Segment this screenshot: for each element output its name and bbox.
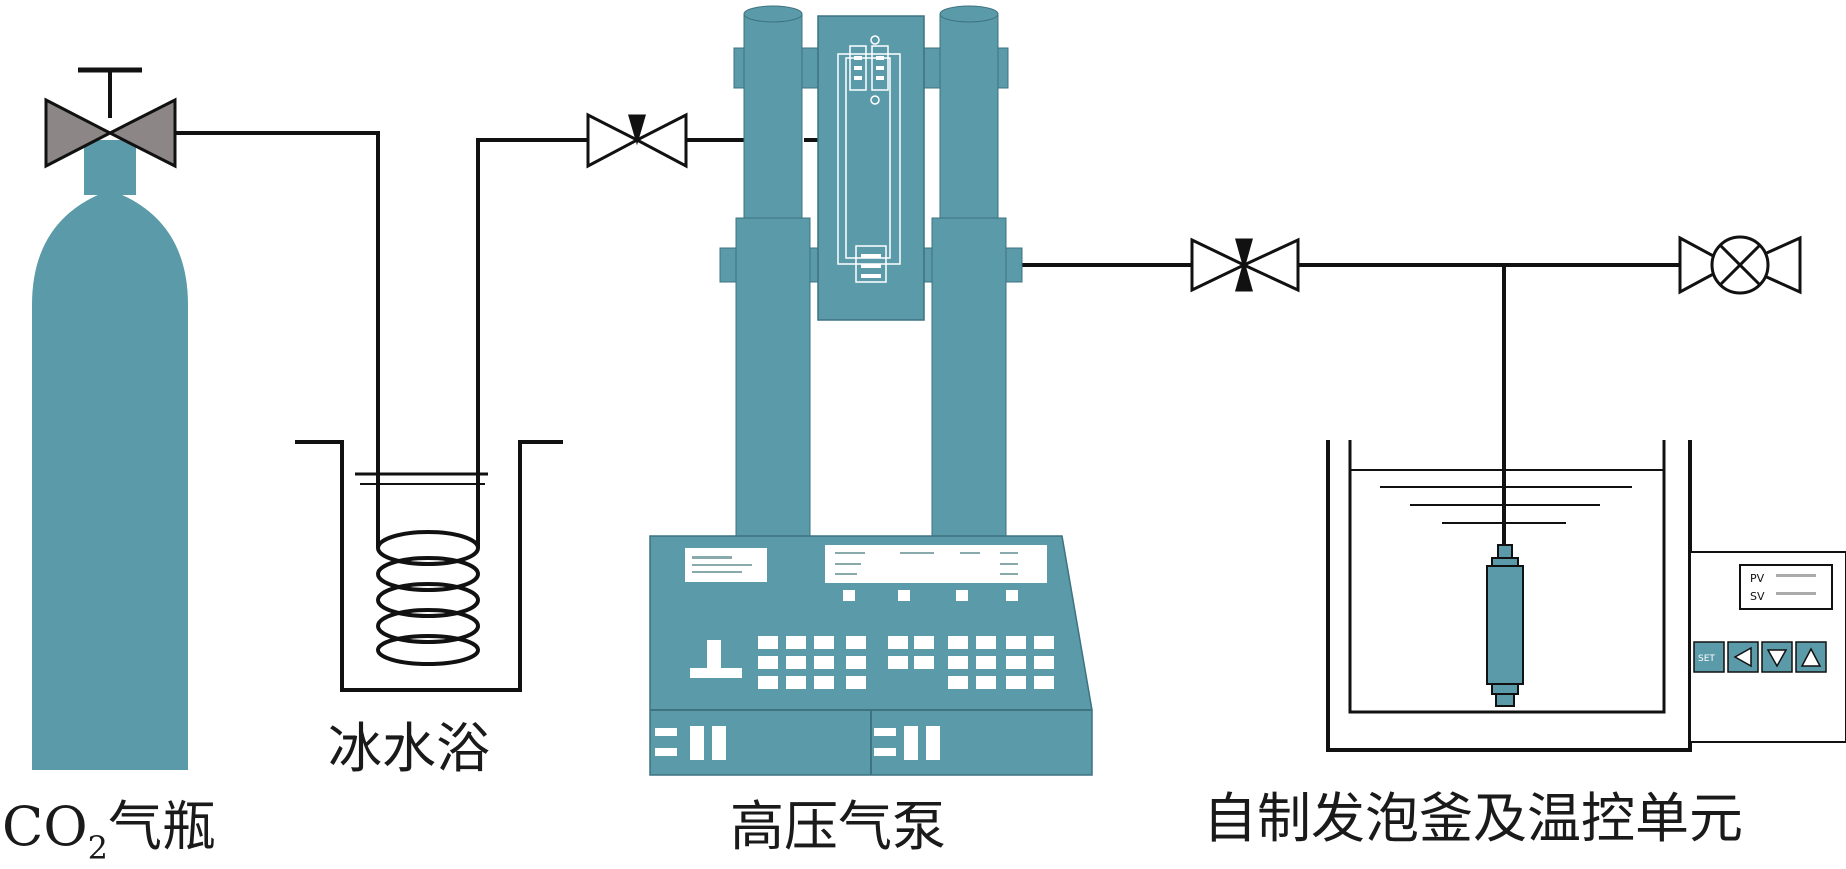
arrow-left-icon bbox=[1733, 646, 1752, 668]
co2-cylinder bbox=[32, 67, 188, 770]
pipes bbox=[175, 102, 1680, 545]
temperature-controller: PV SV SET bbox=[1689, 551, 1846, 743]
cylinder-body bbox=[32, 190, 188, 770]
foaming-vessel-unit: PV SV SET bbox=[1326, 440, 1846, 752]
arrow-down-icon bbox=[1766, 649, 1788, 668]
needle-valve-outlet-icon bbox=[1190, 237, 1300, 293]
pipe-cylinder-to-bath bbox=[175, 131, 380, 470]
ice-bath bbox=[295, 440, 563, 692]
cylinder-valve-icon bbox=[44, 67, 177, 169]
label-co2-main: CO bbox=[2, 795, 88, 858]
set-key-label: SET bbox=[1698, 654, 1715, 664]
set-key bbox=[1693, 641, 1725, 673]
needle-valve-inlet-icon bbox=[586, 112, 688, 169]
label-co2-cylinder: CO2气瓶 bbox=[2, 800, 216, 867]
pump-keypad bbox=[758, 636, 1054, 689]
pipe-bath-to-valve bbox=[476, 138, 590, 470]
water-bath-inner bbox=[1348, 440, 1666, 714]
pv-label: PV bbox=[1750, 572, 1765, 585]
pump-cylinder-right bbox=[939, 13, 999, 225]
pump-center-panel bbox=[817, 15, 925, 321]
foaming-kettle bbox=[1486, 544, 1524, 707]
label-pump: 高压气泵 bbox=[730, 795, 946, 858]
pump-cylinder-left bbox=[743, 13, 803, 225]
cooling-coil-icon bbox=[376, 470, 480, 666]
high-pressure-pump bbox=[649, 5, 1093, 776]
vent-valve-icon bbox=[1678, 235, 1802, 295]
label-ice-bath: 冰水浴 bbox=[328, 717, 490, 780]
sv-label: SV bbox=[1750, 590, 1765, 603]
cylinder-neck bbox=[84, 140, 136, 195]
pump-console bbox=[649, 535, 1093, 776]
label-foaming-unit: 自制发泡釜及温控单元 bbox=[1203, 787, 1743, 850]
arrow-up-icon bbox=[1800, 647, 1822, 667]
label-co2-subscript: 2 bbox=[87, 829, 108, 867]
ice-bath-vessel bbox=[295, 440, 563, 692]
label-co2-tail: 气瓶 bbox=[107, 795, 216, 858]
